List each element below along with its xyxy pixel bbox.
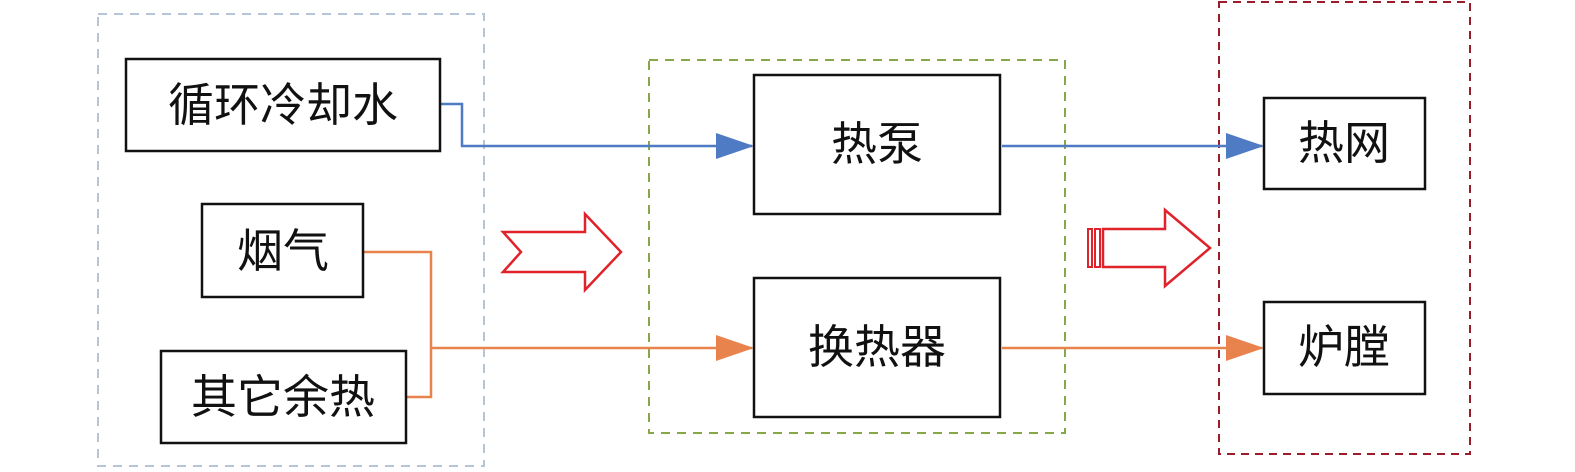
node-flue-gas: 烟气 [200, 202, 365, 299]
node-heat-exchanger-label: 换热器 [808, 320, 946, 374]
node-other-waste-heat: 其它余热 [159, 349, 408, 445]
node-flue-gas-label: 烟气 [237, 224, 329, 278]
node-heat-pump-label: 热泵 [831, 117, 923, 171]
flow-cooling-water-to-heat-pump [440, 102, 754, 159]
node-heat-exchanger: 换热器 [752, 276, 1002, 419]
node-cooling-water: 循环冷却水 [124, 57, 442, 153]
node-other-waste-heat-label: 其它余热 [191, 370, 375, 424]
node-furnace: 炉膛 [1262, 300, 1427, 396]
node-heat-pump: 热泵 [752, 73, 1002, 216]
device-group-frame [648, 59, 1066, 434]
source-group-frame [97, 13, 485, 467]
flow-flue-gas-connector [363, 250, 433, 399]
node-furnace-label: 炉膛 [1298, 320, 1390, 374]
hollow-arrow-right [1087, 207, 1212, 289]
node-heat-network: 热网 [1262, 96, 1427, 191]
node-heat-network-label: 热网 [1298, 116, 1390, 170]
node-cooling-water-label: 循环冷却水 [168, 78, 398, 132]
sink-group-frame [1218, 1, 1471, 455]
hollow-arrow-left [500, 210, 623, 294]
